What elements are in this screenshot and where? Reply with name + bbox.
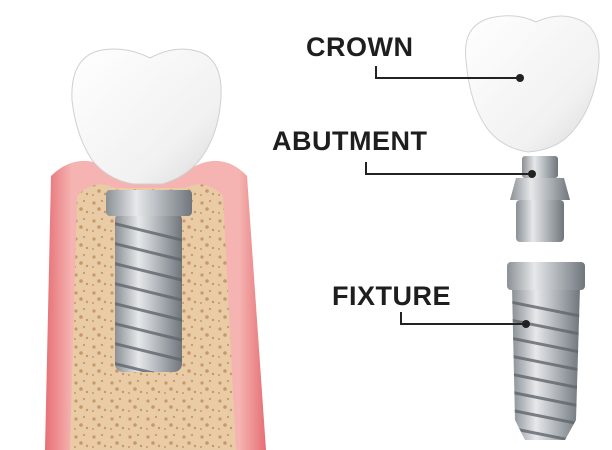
abutment-leader: [366, 162, 530, 174]
abutment-part: [510, 156, 570, 242]
installed-abutment: [106, 190, 192, 216]
abutment-label: ABUTMENT: [272, 128, 427, 155]
exploded-implant: [466, 16, 600, 444]
fixture-leader: [401, 312, 524, 324]
crown-label: CROWN: [306, 34, 413, 61]
fixture-part: [500, 262, 590, 444]
crown-part: [466, 16, 600, 152]
fixture-label: FIXTURE: [332, 283, 451, 310]
